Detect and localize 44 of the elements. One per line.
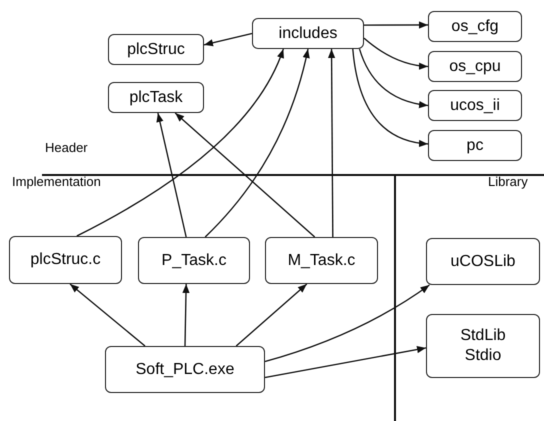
arrow xyxy=(70,284,146,346)
file-name: plcStruc xyxy=(127,40,185,60)
section-label: Header xyxy=(45,141,88,154)
arrow xyxy=(264,284,430,362)
arrow xyxy=(358,48,428,108)
file-box xyxy=(428,11,522,42)
file-name: os_cfg xyxy=(451,16,499,36)
arrow xyxy=(174,112,316,238)
file-name: P_Task.c xyxy=(162,250,226,270)
arrow xyxy=(204,48,310,238)
file-name: os_cpu xyxy=(449,56,501,76)
file-name: M_Task.c xyxy=(288,250,356,270)
file-box xyxy=(252,18,364,49)
file-box xyxy=(265,237,378,284)
arrow xyxy=(156,112,187,238)
arrow xyxy=(364,21,428,29)
arrow xyxy=(76,48,284,237)
section-label: Library xyxy=(488,175,528,188)
file-box xyxy=(138,237,250,284)
file-box xyxy=(428,90,522,121)
arrow xyxy=(236,284,308,346)
arrow xyxy=(328,49,336,237)
file-name: Soft_PLC.exe xyxy=(136,360,234,380)
file-box xyxy=(426,238,540,285)
file-box xyxy=(105,346,265,393)
arrow xyxy=(352,48,428,147)
arrow xyxy=(264,346,426,378)
file-box xyxy=(426,314,540,378)
arrow xyxy=(204,32,252,46)
file-name: pc xyxy=(466,136,484,156)
section-label: Implementation xyxy=(12,175,101,188)
file-name: uCOSLib xyxy=(450,252,516,272)
file-name: ucos_ii xyxy=(450,96,500,116)
file-name: includes xyxy=(278,24,338,44)
arrow xyxy=(182,284,190,346)
file-box xyxy=(108,34,204,65)
file-name: StdLib Stdio xyxy=(459,326,507,366)
file-box xyxy=(9,236,122,284)
arrow xyxy=(364,38,428,70)
file-box xyxy=(428,51,522,82)
file-name: plcStruc.c xyxy=(30,250,101,270)
file-box xyxy=(428,130,522,161)
file-box xyxy=(108,82,204,113)
file-name: plcTask xyxy=(129,88,183,108)
